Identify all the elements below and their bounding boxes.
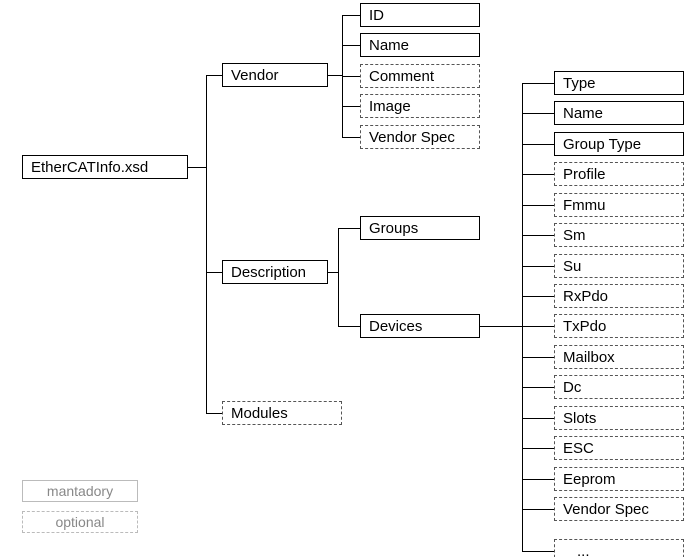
node-device-rxpdo: RxPdo bbox=[554, 284, 684, 308]
node-device-sm: Sm bbox=[554, 223, 684, 247]
edge-vendor-branch bbox=[328, 75, 342, 76]
edge-description-devices bbox=[338, 326, 360, 327]
node-device-fmmu-label: Fmmu bbox=[563, 196, 606, 214]
edge-device-mailbox bbox=[522, 357, 554, 358]
node-vendor-image-label: Image bbox=[369, 97, 411, 115]
edge-device-name bbox=[522, 113, 554, 114]
edge-vendor-spec bbox=[342, 137, 360, 138]
edge-device-profile bbox=[522, 174, 554, 175]
node-device-mailbox: Mailbox bbox=[554, 345, 684, 369]
node-description: Description bbox=[222, 260, 328, 284]
node-device-more-label: ... bbox=[577, 542, 590, 557]
edge-device-vendor-spec bbox=[522, 509, 554, 510]
edge-device-more bbox=[522, 551, 554, 552]
legend-mandatory: mantadory bbox=[22, 480, 138, 502]
node-vendor-id-label: ID bbox=[369, 6, 384, 24]
edge-device-txpdo bbox=[522, 326, 554, 327]
edge-devices-vertical bbox=[522, 83, 523, 551]
node-vendor-spec: Vendor Spec bbox=[360, 125, 480, 149]
node-device-slots-label: Slots bbox=[563, 409, 597, 427]
node-groups: Groups bbox=[360, 216, 480, 240]
edge-vendor-id bbox=[342, 15, 360, 16]
edge-description-groups bbox=[338, 228, 360, 229]
node-device-vendor-spec-label: Vendor Spec bbox=[563, 500, 649, 518]
node-modules-label: Modules bbox=[231, 404, 288, 422]
node-device-mailbox-label: Mailbox bbox=[563, 348, 615, 366]
node-vendor-name: Name bbox=[360, 33, 480, 57]
node-device-fmmu: Fmmu bbox=[554, 193, 684, 217]
edge-trunk-vendor bbox=[206, 75, 222, 76]
node-root: EtherCATInfo.xsd bbox=[22, 155, 188, 179]
node-device-profile-label: Profile bbox=[563, 165, 606, 183]
edge-description-branch bbox=[328, 272, 338, 273]
node-device-dc-label: Dc bbox=[563, 378, 582, 396]
node-root-label: EtherCATInfo.xsd bbox=[31, 158, 149, 176]
legend-optional-label: optional bbox=[55, 514, 105, 530]
edge-device-rxpdo bbox=[522, 296, 554, 297]
node-device-dc: Dc bbox=[554, 375, 684, 399]
node-modules: Modules bbox=[222, 401, 342, 425]
edge-vendor-image bbox=[342, 106, 360, 107]
node-device-txpdo: TxPdo bbox=[554, 314, 684, 338]
node-device-profile: Profile bbox=[554, 162, 684, 186]
node-device-slots: Slots bbox=[554, 406, 684, 430]
node-vendor-spec-label: Vendor Spec bbox=[369, 128, 455, 146]
edge-description-vertical bbox=[338, 228, 339, 326]
edge-trunk-description bbox=[206, 272, 222, 273]
edge-devices-branch bbox=[480, 326, 522, 327]
node-vendor-id: ID bbox=[360, 3, 480, 27]
edge-trunk-vertical bbox=[206, 75, 207, 413]
node-vendor-comment-label: Comment bbox=[369, 67, 435, 85]
edge-device-slots bbox=[522, 418, 554, 419]
legend-mandatory-label: mantadory bbox=[46, 483, 114, 499]
node-device-su-label: Su bbox=[563, 257, 582, 275]
edge-device-eeprom bbox=[522, 479, 554, 480]
node-device-name: Name bbox=[554, 101, 684, 125]
edge-vendor-comment bbox=[342, 76, 360, 77]
node-vendor-name-label: Name bbox=[369, 36, 410, 54]
node-device-type: Type bbox=[554, 71, 684, 95]
node-vendor-image: Image bbox=[360, 94, 480, 118]
edge-device-fmmu bbox=[522, 205, 554, 206]
node-device-more: ... bbox=[554, 539, 684, 557]
node-device-txpdo-label: TxPdo bbox=[563, 317, 607, 335]
edge-vendor-name bbox=[342, 45, 360, 46]
node-device-name-label: Name bbox=[563, 104, 604, 122]
node-vendor: Vendor bbox=[222, 63, 328, 87]
legend-optional: optional bbox=[22, 511, 138, 533]
node-device-eeprom-label: Eeprom bbox=[563, 470, 616, 488]
edge-trunk-modules bbox=[206, 413, 222, 414]
edge-device-type bbox=[522, 83, 554, 84]
node-devices: Devices bbox=[360, 314, 480, 338]
node-description-label: Description bbox=[231, 263, 307, 281]
node-vendor-label: Vendor bbox=[231, 66, 279, 84]
node-device-eeprom: Eeprom bbox=[554, 467, 684, 491]
node-device-type-label: Type bbox=[563, 74, 596, 92]
node-device-esc-label: ESC bbox=[563, 439, 594, 457]
node-groups-label: Groups bbox=[369, 219, 419, 237]
node-devices-label: Devices bbox=[369, 317, 423, 335]
edge-device-group-type bbox=[522, 144, 554, 145]
node-vendor-comment: Comment bbox=[360, 64, 480, 88]
node-device-su: Su bbox=[554, 254, 684, 278]
edge-root-trunk bbox=[188, 167, 206, 168]
node-device-rxpdo-label: RxPdo bbox=[563, 287, 609, 305]
edge-device-sm bbox=[522, 235, 554, 236]
edge-device-su bbox=[522, 266, 554, 267]
edge-device-dc bbox=[522, 387, 554, 388]
node-device-esc: ESC bbox=[554, 436, 684, 460]
node-device-group-type: Group Type bbox=[554, 132, 684, 156]
node-device-vendor-spec: Vendor Spec bbox=[554, 497, 684, 521]
node-device-sm-label: Sm bbox=[563, 226, 586, 244]
node-device-group-type-label: Group Type bbox=[563, 135, 642, 153]
edge-device-esc bbox=[522, 448, 554, 449]
